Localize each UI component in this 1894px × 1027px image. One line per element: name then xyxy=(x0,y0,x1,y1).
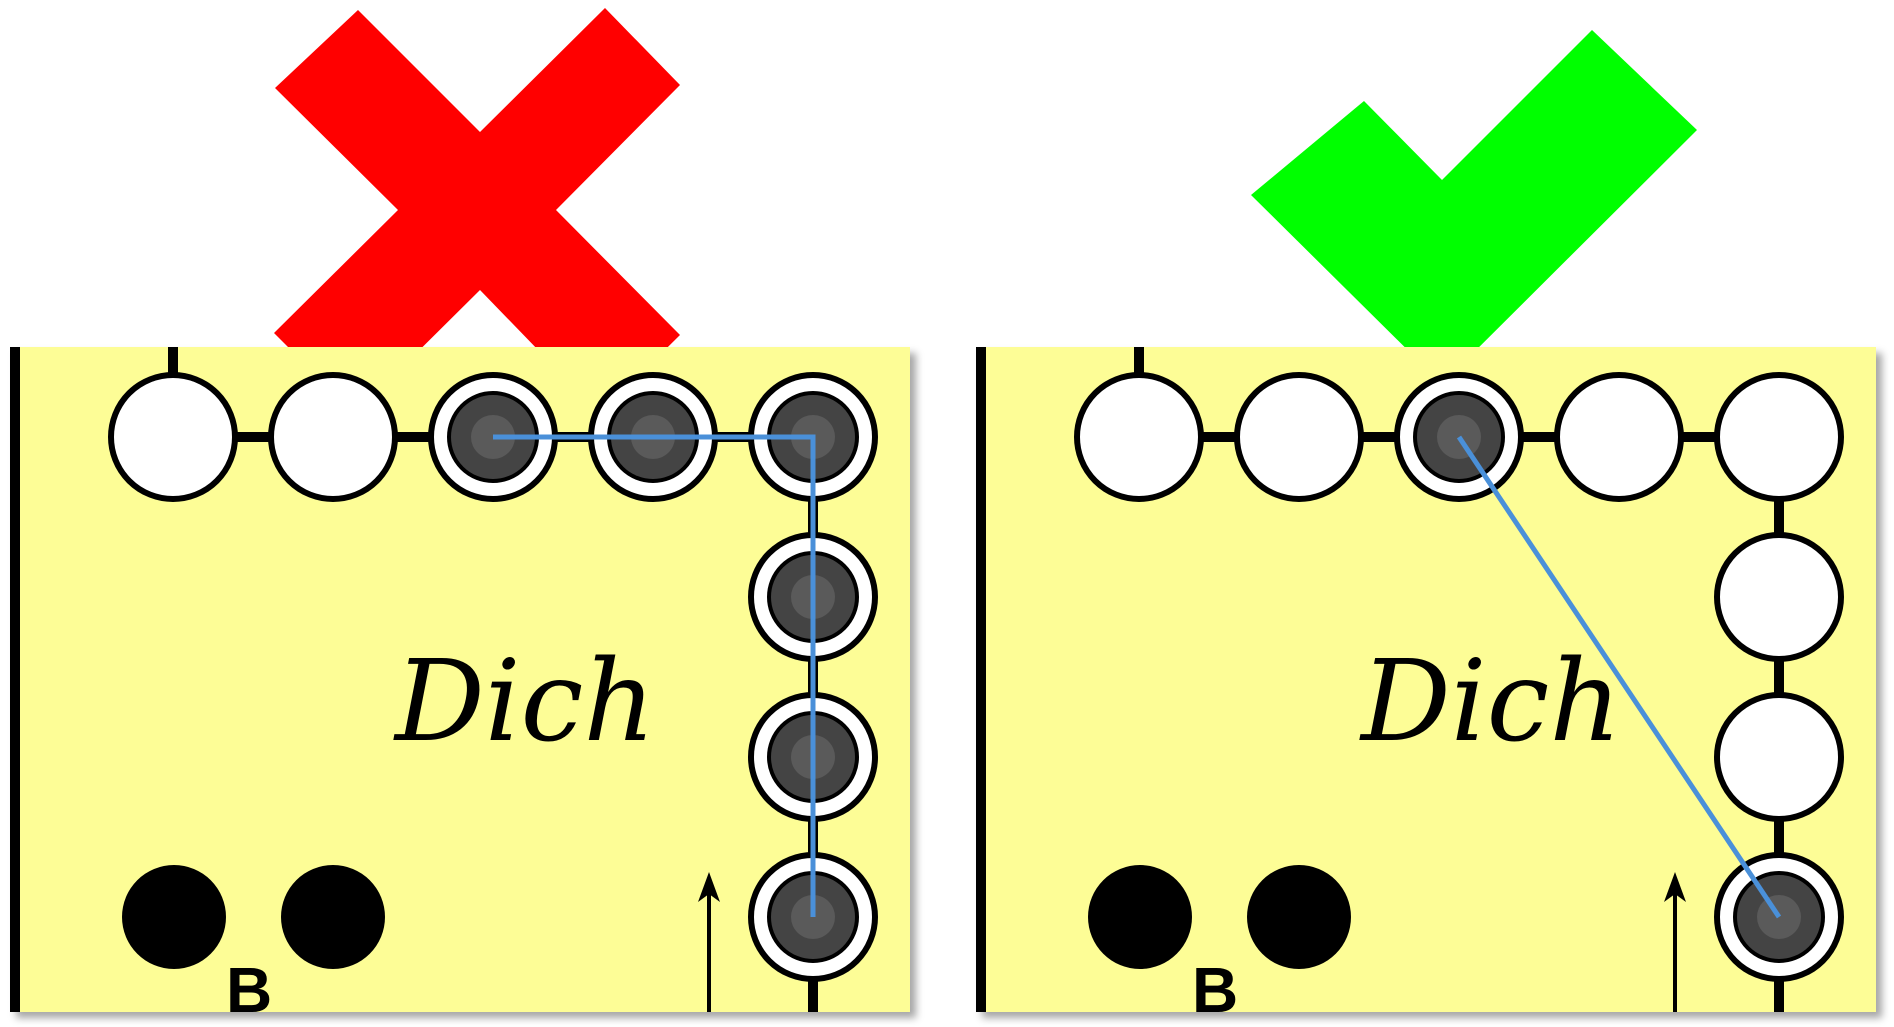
black-stone xyxy=(281,865,385,969)
empty-stone xyxy=(1714,692,1844,822)
empty-stone xyxy=(1074,372,1204,502)
path-line-diagonal xyxy=(1456,435,1782,919)
check-icon xyxy=(1251,30,1697,384)
empty-stone xyxy=(268,372,398,502)
path-line-along-edge xyxy=(493,434,816,917)
empty-stone xyxy=(1714,532,1844,662)
bottom-letter: B xyxy=(226,954,272,1026)
black-stone xyxy=(1247,865,1351,969)
black-stone xyxy=(122,865,226,969)
black-stone xyxy=(1088,865,1192,969)
empty-stone xyxy=(1714,372,1844,502)
empty-stone xyxy=(1554,372,1684,502)
empty-stone xyxy=(1234,372,1364,502)
board-word: Dich xyxy=(1359,637,1621,767)
board-word: Dich xyxy=(393,637,655,767)
board-panel-right: Dich B xyxy=(976,347,1876,1026)
bottom-letter: B xyxy=(1192,954,1238,1026)
empty-stone xyxy=(108,372,238,502)
board-panel-wrong: Dich B xyxy=(10,347,910,1026)
cross-icon xyxy=(274,8,680,414)
